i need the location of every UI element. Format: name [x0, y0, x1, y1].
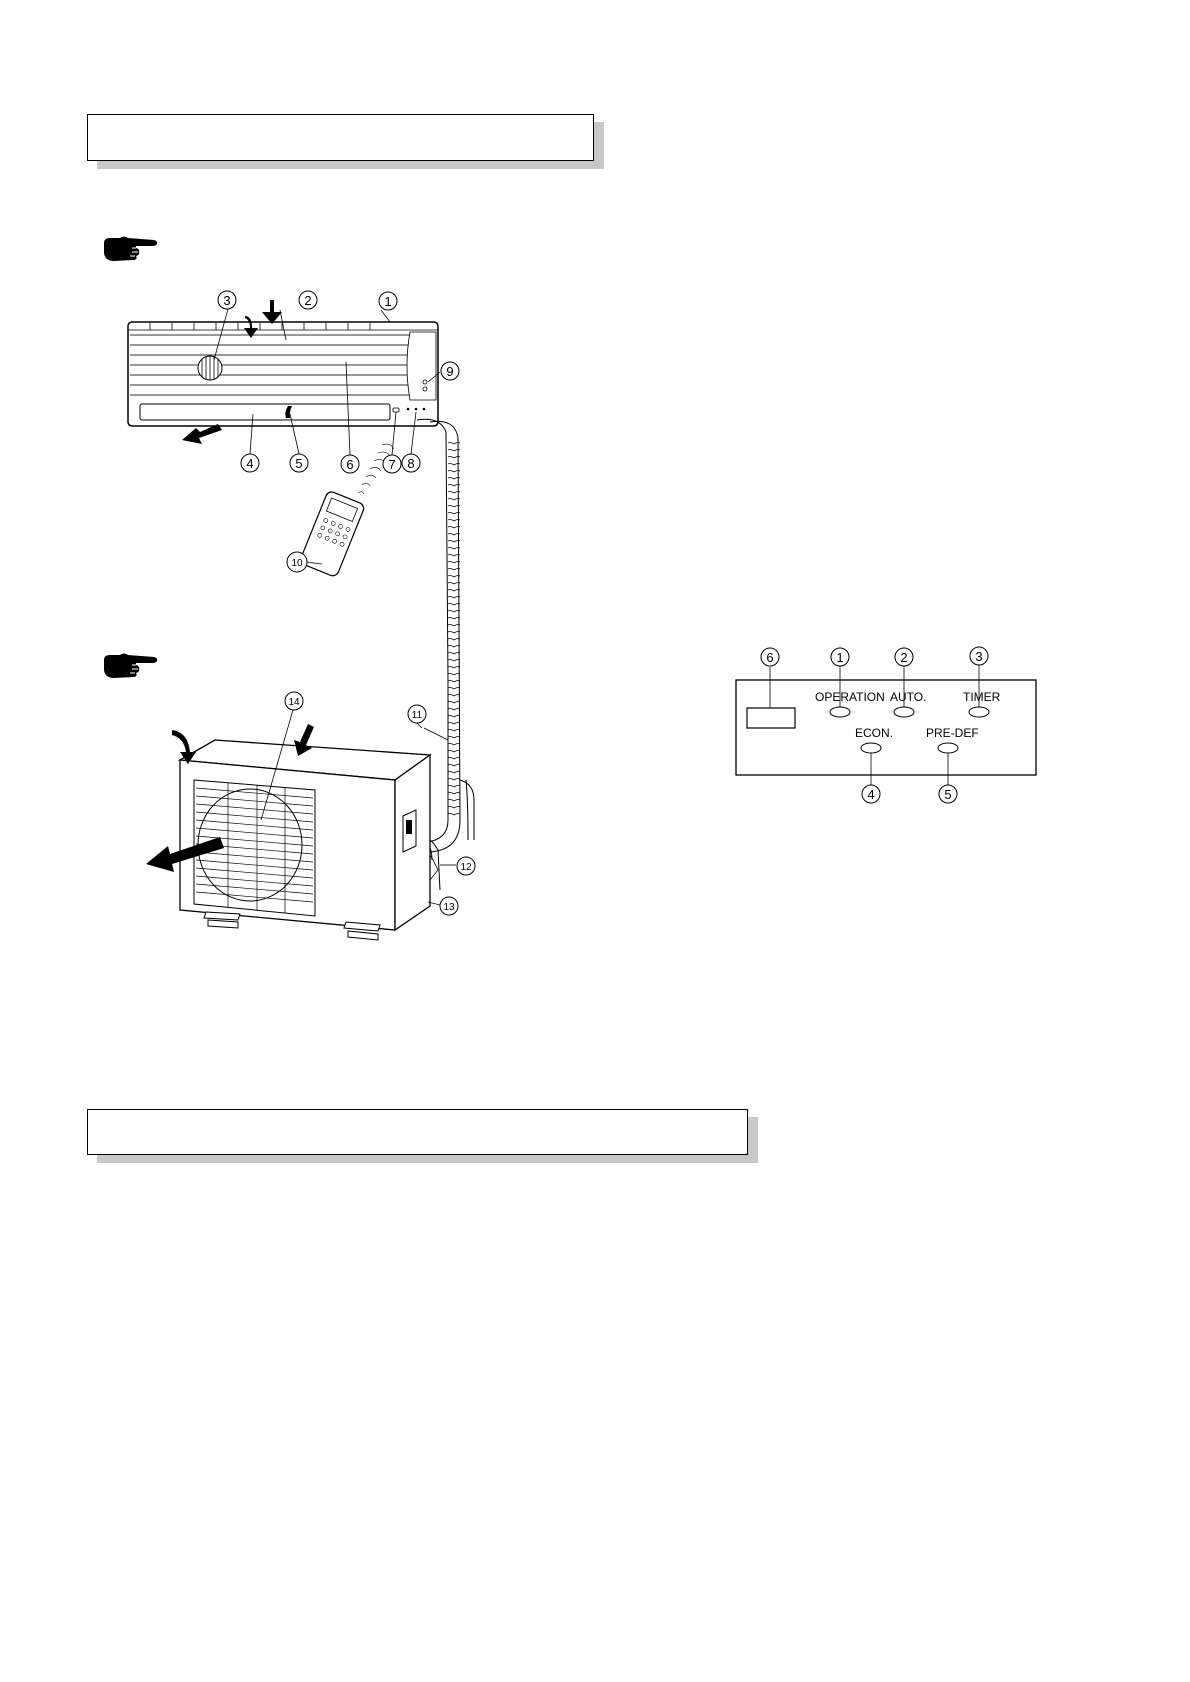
unit-callout-6-text: 6: [346, 457, 353, 472]
pointing-hand-icon: [104, 236, 158, 261]
panel-callout-4: [861, 784, 881, 804]
unit-callout-3: [217, 290, 237, 310]
unit-callout-5-text: 5: [295, 456, 302, 471]
econ-label: ECON.: [855, 726, 893, 740]
operation-label: OPERATION: [815, 690, 885, 704]
unit-callout-6: [340, 454, 360, 474]
unit-callout-1-text: 1: [384, 294, 391, 309]
auto-lamp: [893, 706, 915, 718]
auto-label: AUTO.: [890, 690, 926, 704]
unit-callout-7: [382, 454, 402, 474]
panel-display: [746, 707, 796, 729]
timer-label: TIMER: [963, 690, 1001, 704]
unit-callout-10-text: 10: [291, 558, 303, 569]
panel-callout-2: [894, 647, 914, 667]
unit-callout-7-text: 7: [388, 457, 395, 472]
panel-callout-1-text: 1: [836, 650, 843, 665]
panel-callout-5-text: 5: [944, 787, 951, 802]
section-header-box-top: [87, 114, 594, 161]
unit-callout-9-text: 9: [446, 364, 453, 379]
control-panel-diagram: OPERATION AUTO. TIMER ECON. PRE-DEF 1 2 …: [735, 646, 1037, 804]
unit-callout-10: [286, 551, 308, 573]
unit-callout-12: [456, 856, 476, 876]
panel-callout-5: [938, 784, 958, 804]
remote-control: [300, 491, 365, 577]
panel-callout-6: [760, 647, 780, 667]
predef-label: PRE-DEF: [926, 726, 979, 740]
air-conditioner-diagram: 1 2 3 4 5 6 7 8 9 10 11 12 13 14: [127, 290, 476, 941]
panel-callout-1: [830, 647, 850, 667]
unit-callout-2-text: 2: [304, 293, 311, 308]
unit-callout-9: [440, 361, 460, 381]
panel-callout-3: [969, 646, 989, 666]
unit-callout-4: [240, 453, 260, 473]
unit-callout-12-text: 12: [460, 862, 472, 873]
panel-callout-6-text: 6: [766, 650, 773, 665]
section-header-box-bottom: [87, 1109, 748, 1155]
outdoor-unit: [146, 724, 432, 941]
unit-callout-1: [378, 291, 398, 311]
econ-lamp: [860, 742, 882, 754]
unit-callout-14-text: 14: [288, 697, 300, 708]
unit-callout-2: [298, 290, 318, 310]
unit-callout-8-text: 8: [407, 456, 414, 471]
pointing-hand-icon: [104, 653, 158, 678]
unit-callout-13: [439, 896, 459, 916]
unit-callout-13-text: 13: [443, 902, 455, 913]
indoor-unit: [127, 300, 439, 444]
panel-callout-2-text: 2: [900, 650, 907, 665]
unit-callout-14: [284, 691, 304, 711]
operation-lamp: [829, 706, 851, 718]
unit-callout-11: [407, 704, 427, 724]
predef-lamp: [937, 742, 959, 754]
timer-lamp: [968, 706, 990, 718]
unit-callout-5: [289, 453, 309, 473]
unit-callout-8: [401, 453, 421, 473]
unit-callout-3-text: 3: [223, 293, 230, 308]
unit-callout-4-text: 4: [246, 456, 253, 471]
panel-callout-3-text: 3: [975, 649, 982, 664]
unit-callout-11-text: 11: [412, 710, 423, 721]
panel-callout-4-text: 4: [867, 787, 874, 802]
